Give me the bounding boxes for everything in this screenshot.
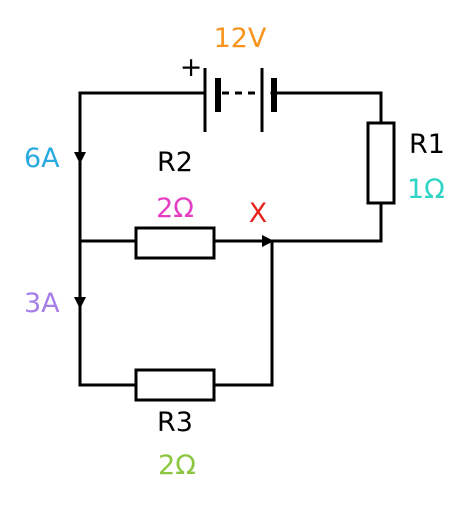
current-branch: 3A — [24, 288, 86, 319]
wire-junction-down — [212, 239, 274, 387]
junction-x: X — [249, 198, 274, 247]
wires — [78, 91, 383, 387]
current-branch-arrow-icon — [74, 297, 86, 309]
battery-plus-sign: + — [180, 52, 203, 83]
resistor-r3: R3 2Ω — [134, 368, 216, 481]
resistor-r1-body — [366, 121, 396, 205]
resistor-r2-body — [134, 226, 216, 260]
battery: 12V + — [180, 23, 277, 132]
current-main: 6A — [24, 143, 86, 174]
resistor-r1-value: 1Ω — [407, 174, 445, 205]
resistor-r2-name: R2 — [157, 147, 193, 178]
current-branch-label: 3A — [24, 288, 60, 319]
resistor-r2: R2 2Ω — [134, 147, 216, 260]
resistor-r1: R1 1Ω — [366, 121, 445, 205]
resistor-r1-name: R1 — [409, 129, 445, 160]
junction-label: X — [249, 198, 268, 229]
resistor-r2-value: 2Ω — [156, 193, 194, 224]
junction-arrow-icon — [262, 235, 274, 247]
resistor-r3-value: 2Ω — [158, 450, 196, 481]
current-main-arrow-icon — [74, 152, 86, 164]
resistor-r3-name: R3 — [157, 407, 193, 438]
current-main-label: 6A — [24, 143, 60, 174]
battery-voltage-label: 12V — [214, 23, 267, 54]
wire-top-right — [270, 91, 383, 125]
wire-right-lower — [270, 201, 383, 243]
resistor-r3-body — [134, 368, 216, 402]
